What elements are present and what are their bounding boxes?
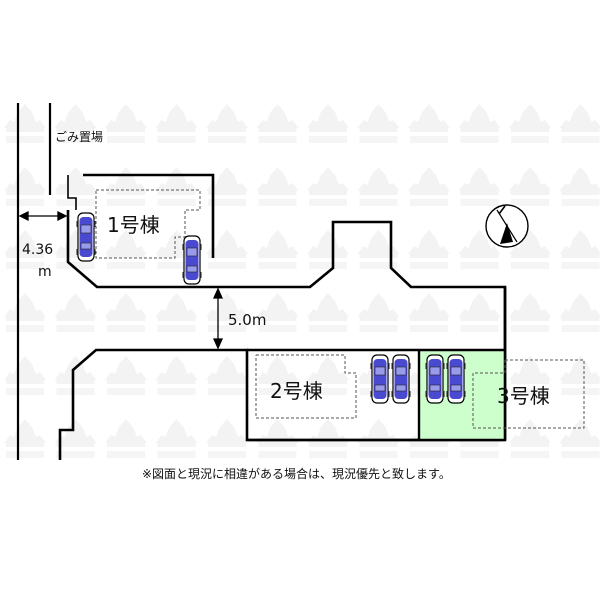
garbage-area-label: ごみ置場 — [55, 129, 103, 144]
road-width-arrow — [18, 210, 68, 222]
road-width-value: 4.36 — [22, 242, 53, 258]
car-icon — [369, 354, 391, 404]
access-width-label: 5.0m — [228, 311, 266, 329]
car-icon — [424, 354, 446, 404]
building-1-label: 1号棟 — [107, 213, 160, 237]
building-1-footprint — [95, 189, 201, 259]
garbage-area-marker — [67, 175, 77, 210]
car-icon — [390, 354, 412, 404]
building-2-footprint — [255, 354, 357, 419]
road-edge — [16, 103, 52, 460]
access-width-arrow — [212, 287, 224, 350]
car-icon — [445, 354, 467, 404]
building-3-footprint — [472, 359, 585, 429]
road-width-unit: m — [38, 264, 52, 280]
building-3-label: 3号棟 — [497, 384, 550, 408]
car-icon — [181, 235, 203, 285]
compass-icon — [485, 204, 529, 248]
disclaimer-note: ※図面と現況に相違がある場合は、現況優先と致します。 — [142, 466, 451, 481]
building-2-label: 2号棟 — [270, 379, 323, 403]
lot-boundaries — [58, 173, 507, 460]
car-icon — [75, 212, 97, 262]
